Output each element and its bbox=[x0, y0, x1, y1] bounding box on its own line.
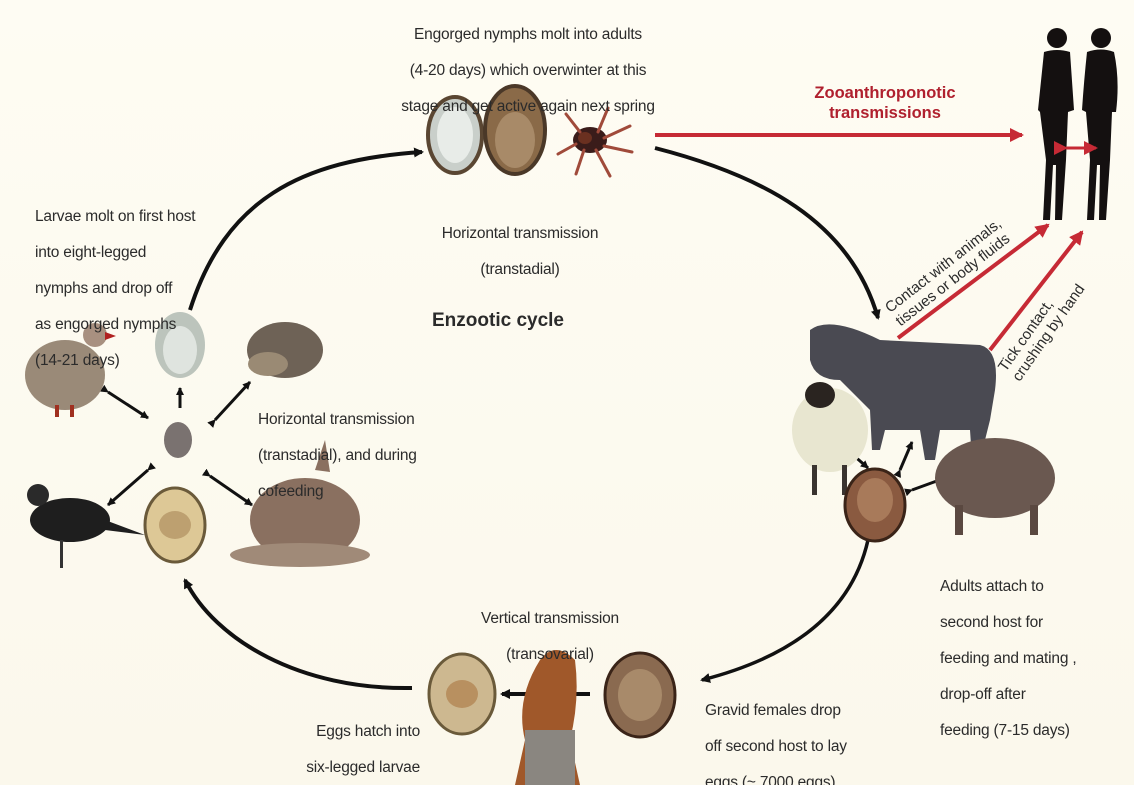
human-silhouettes bbox=[1038, 28, 1118, 220]
larva-oval-image bbox=[145, 488, 205, 562]
label-larvae-molt: Larvae molt on first host into eight-leg… bbox=[35, 190, 255, 388]
cycle-arrow-top-to-right bbox=[655, 148, 878, 318]
label-adults-attach: Adults attach to second host for feeding… bbox=[940, 560, 1130, 758]
zoonotic-title: Zooanthroponotic transmissions bbox=[770, 83, 1000, 123]
cycle-arrow-right-to-bottom bbox=[702, 540, 868, 680]
center-title: Enzootic cycle bbox=[432, 310, 564, 332]
crow-image bbox=[27, 484, 145, 568]
boar-image bbox=[935, 438, 1055, 535]
hedgehog-image bbox=[247, 322, 323, 378]
label-adults-molt: Engorged nymphs molt into adults (4-20 d… bbox=[358, 8, 698, 134]
cycle-arrow-bottom-to-left bbox=[185, 580, 412, 688]
label-gravid: Gravid females drop off second host to l… bbox=[705, 684, 905, 785]
label-horizontal-top: Horizontal transmission (transtadial) bbox=[420, 207, 620, 297]
label-vertical: Vertical transmission (transovarial) bbox=[450, 592, 650, 682]
larva-small-image bbox=[164, 422, 192, 458]
adult-tick-right-image bbox=[845, 469, 905, 541]
label-horizontal-cofeed: Horizontal transmission (transtadial), a… bbox=[258, 393, 478, 519]
label-eggs-hatch: Eggs hatch into six-legged larvae bbox=[270, 705, 420, 785]
